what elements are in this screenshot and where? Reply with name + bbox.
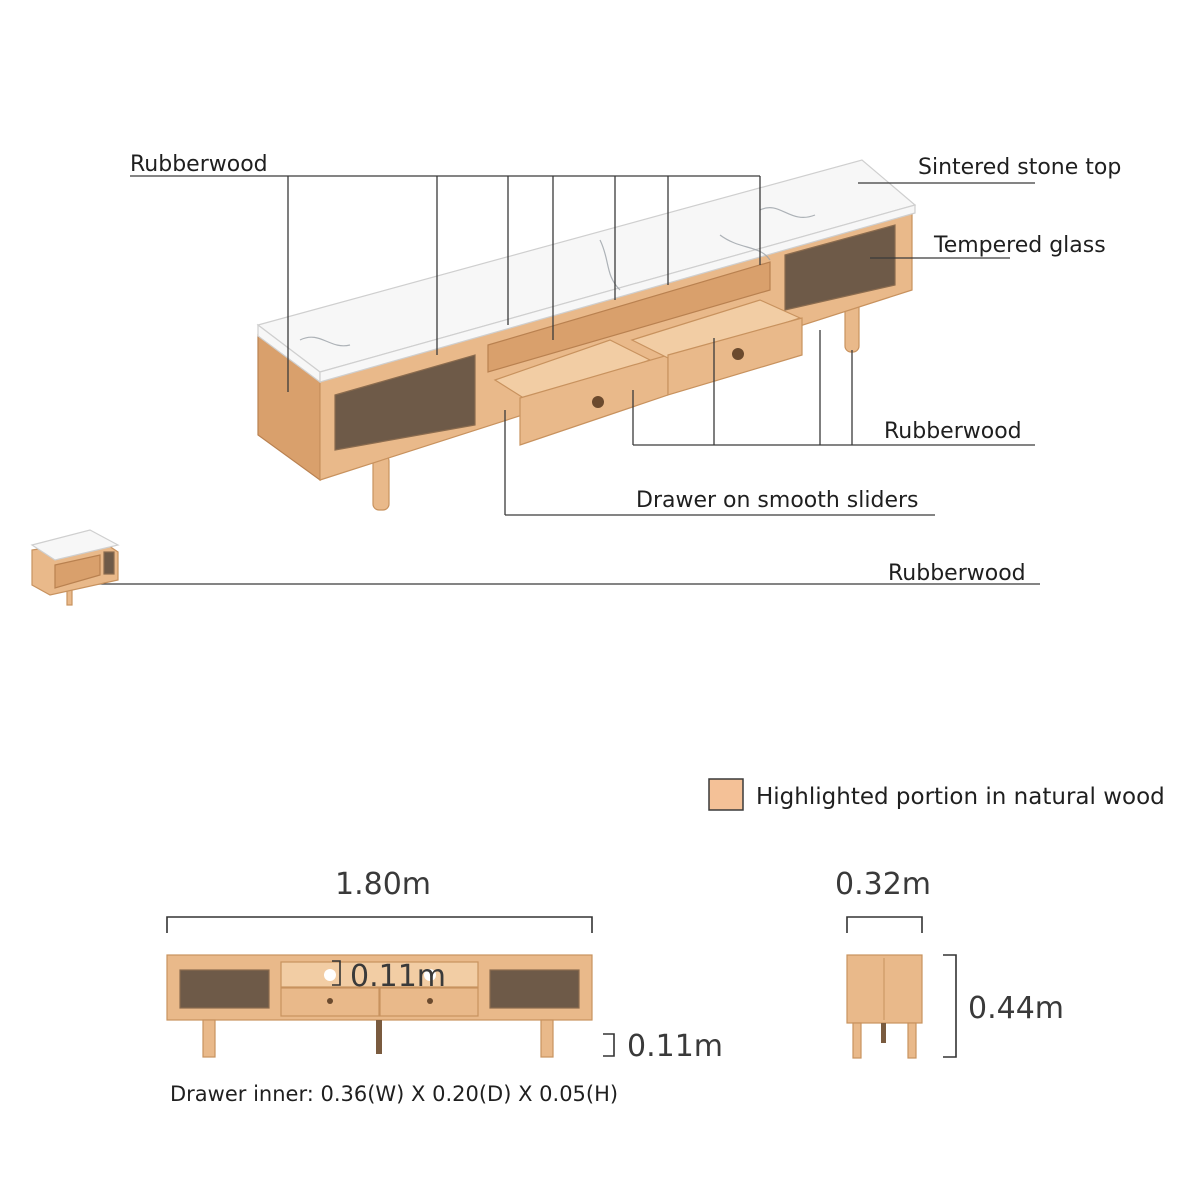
tv-cabinet-illustration: [256, 159, 917, 511]
callout-tempered-glass: Tempered glass: [933, 233, 1106, 258]
small-cabinet-thumbnail: [30, 529, 120, 606]
callout-rubberwood-right: Rubberwood: [884, 419, 1022, 444]
dimension-drawer-height: 0.11m: [350, 959, 446, 994]
leader-lines: [60, 175, 1040, 585]
legend: Highlighted portion in natural wood: [708, 778, 1165, 811]
drawer-inner-note: Drawer inner: 0.36(W) X 0.20(D) X 0.05(H…: [170, 1082, 618, 1106]
dimension-depth: 0.32m: [835, 867, 931, 902]
open-shelf: [487, 261, 771, 373]
legend-swatch: [708, 778, 744, 811]
callout-rubberwood-small: Rubberwood: [888, 561, 1026, 586]
front-view: 1.80m 0.11m 0.11m Drawer inner: 0.36(W) …: [166, 867, 723, 1106]
glass-door-left: [334, 354, 476, 451]
callout-drawer-sliders: Drawer on smooth sliders: [636, 488, 919, 513]
cabinet-leg-left: [372, 454, 390, 511]
front-glass-left: [179, 969, 270, 1009]
dimension-width: 1.80m: [335, 867, 431, 902]
callout-sintered-stone-top: Sintered stone top: [918, 155, 1121, 180]
front-open-shelf: [280, 961, 479, 988]
side-view: 0.32m 0.44m: [835, 867, 1064, 1059]
dimension-height: 0.44m: [968, 991, 1064, 1026]
glass-door-right: [784, 224, 896, 311]
dimension-leg-height: 0.11m: [627, 1029, 723, 1064]
front-glass-right: [489, 969, 580, 1009]
legend-label: Highlighted portion in natural wood: [756, 784, 1165, 810]
callout-rubberwood-top: Rubberwood: [130, 152, 268, 177]
